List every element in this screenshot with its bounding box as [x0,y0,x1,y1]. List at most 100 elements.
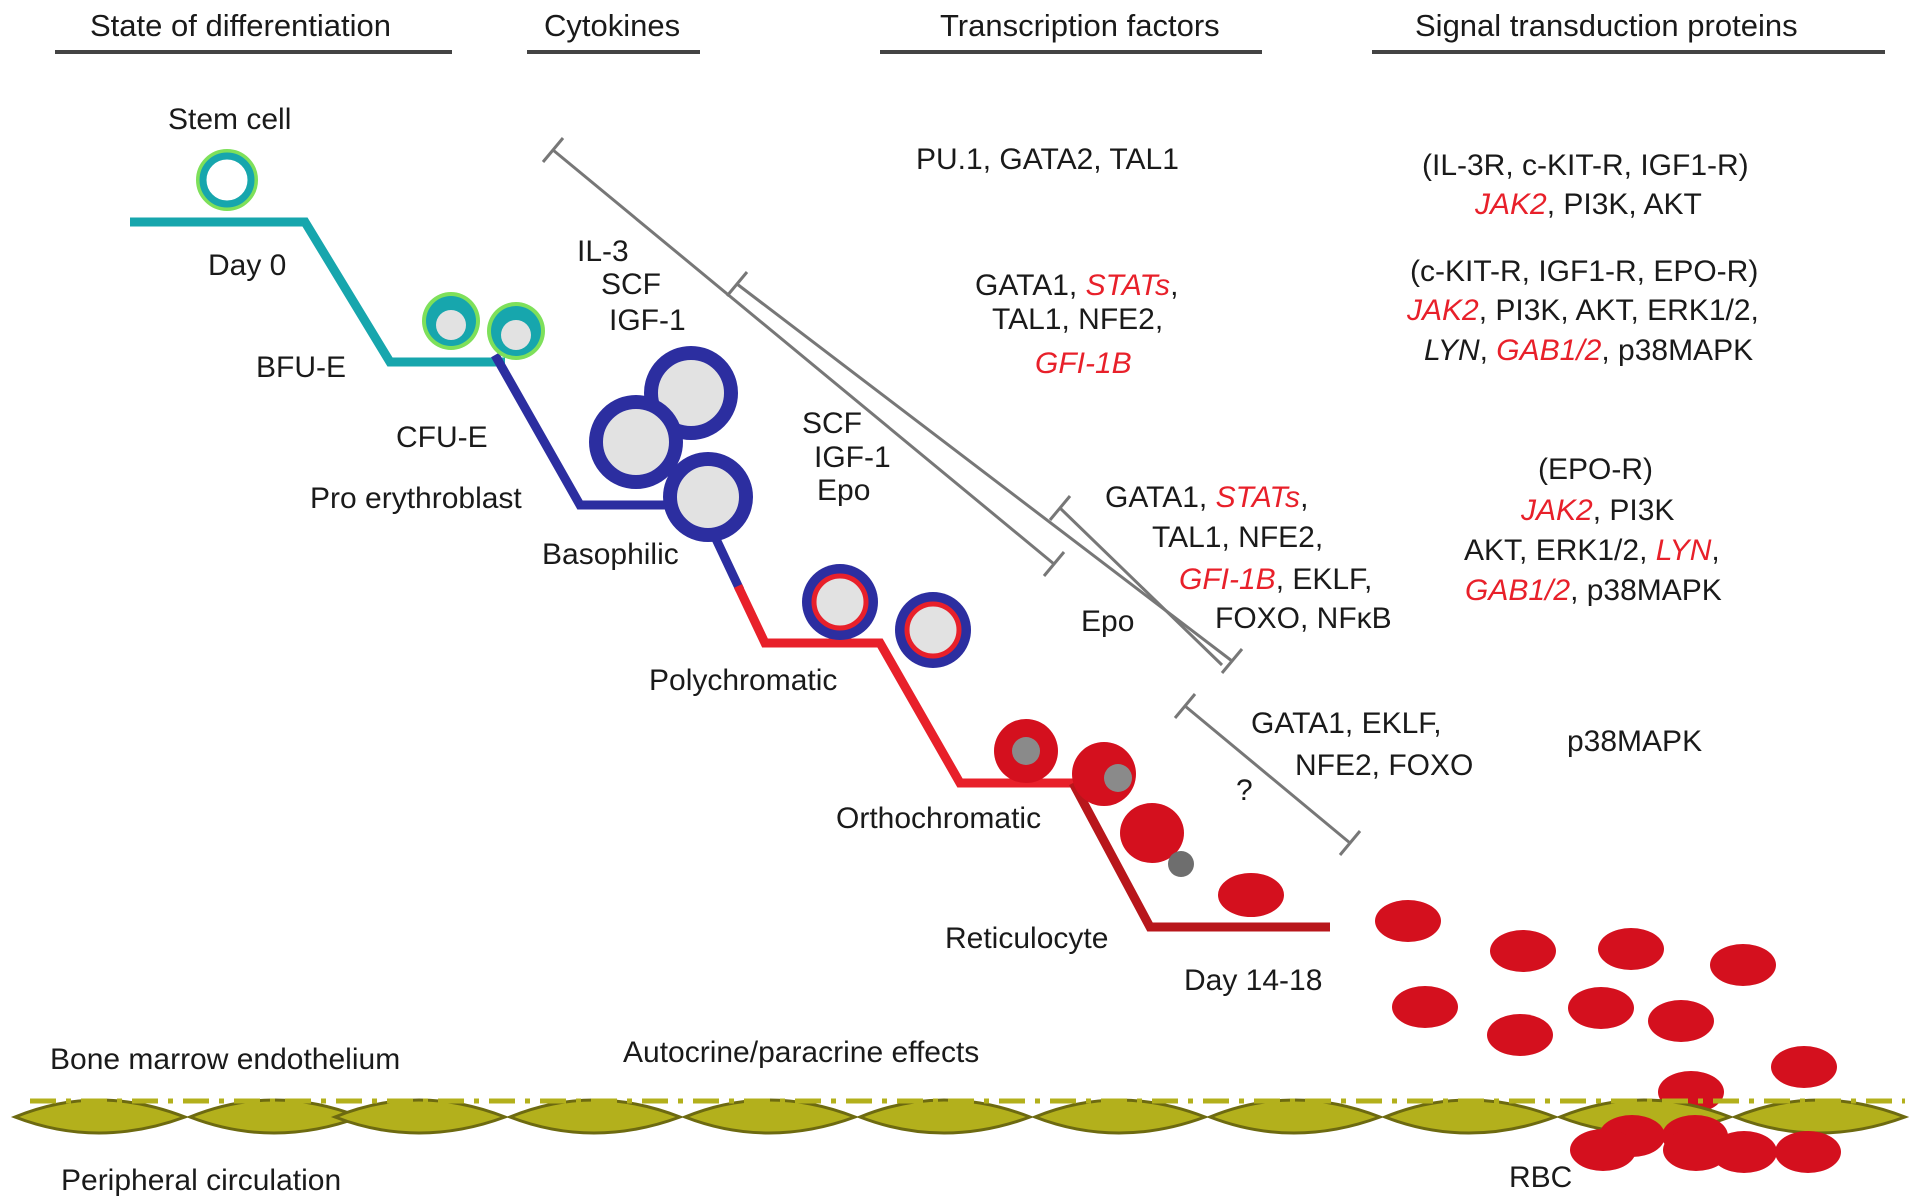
sig-row2-line1: (c-KIT-R, IGF1-R, EPO-R) [1410,255,1758,288]
label-stem-cell: Stem cell [168,103,291,136]
rbc-circulation [1570,1115,1841,1173]
tf-row3-line3: GFI-1B, EKLF, [1179,563,1372,596]
cytokine-igf1: IGF-1 [814,441,891,474]
bottom-labels: Bone marrow endothelium Autocrine/paracr… [50,1036,1572,1197]
header-differentiation: State of differentiation [90,8,391,43]
label-basophilic: Basophilic [542,538,679,571]
bracket-line [552,148,1055,566]
bracket-line [736,282,1233,663]
signal-proteins: (IL-3R, c-KIT-R, IGF1-R) JAK2, PI3K, AKT… [1406,149,1759,758]
tf-row3-line1: GATA1, STATs, [1105,481,1308,514]
sig-row1-line2: JAK2, PI3K, AKT [1474,188,1702,221]
polychromatic-cell-nucleus [811,573,869,631]
header-cytokines: Cytokines [544,8,680,43]
rbc [1392,986,1458,1028]
cytokine-epo: Epo [1081,605,1134,638]
endothelial-cell [855,1098,1035,1135]
endothelial-cell [1730,1098,1910,1135]
orthochromatic-nucleus [1104,764,1132,792]
bracket-line [1184,704,1351,845]
sig-row1-line1: (IL-3R, c-KIT-R, IGF1-R) [1422,149,1749,182]
tf-row1: PU.1, GATA2, TAL1 [916,143,1179,176]
rbc [1663,1129,1729,1171]
polychromatic-cell-nucleus [904,601,962,659]
endothelial-cell [505,1098,685,1135]
bracket-cap [1338,830,1362,856]
label-pro-erythroblast: Pro erythroblast [310,482,522,515]
rbc [1648,1000,1714,1042]
label-bfu-e: BFU-E [256,351,346,384]
reticulocyte-cell [1120,803,1184,863]
tf-row2-line2: TAL1, NFE2, [992,303,1163,336]
rbc [1490,930,1556,972]
sig-row3-line4: GAB1/2, p38MAPK [1465,574,1722,607]
pro-erythroblast-cell [589,395,683,489]
label-cfu-e: CFU-E [396,421,488,454]
path-segment-darkred [1069,780,1330,932]
stage-labels: Stem cell Day 0 BFU-E CFU-E Pro erythrob… [168,103,1322,997]
cytokine-scf: SCF [802,407,862,440]
transcription-factors: PU.1, GATA2, TAL1 GATA1, STATs, TAL1, NF… [916,143,1473,782]
label-autocrine: Autocrine/paracrine effects [623,1036,979,1069]
label-orthochromatic: Orthochromatic [836,802,1041,835]
cells [196,149,1837,1113]
label-polychromatic: Polychromatic [649,664,837,697]
sig-row4: p38MAPK [1567,725,1702,758]
endothelial-cell [1205,1098,1385,1135]
rbc [1570,1129,1636,1171]
endothelial-cell [10,1098,190,1135]
endothelial-cell [1380,1098,1560,1135]
label-day14-18: Day 14-18 [1184,964,1322,997]
rbc [1487,1014,1553,1056]
rbc [1711,1131,1777,1173]
bracket-cap [725,271,749,297]
label-peripheral: Peripheral circulation [61,1164,341,1197]
path-segment-teal [130,217,505,367]
sig-row3-line1: (EPO-R) [1538,453,1653,486]
rbc [1568,987,1634,1029]
differentiation-path [130,217,1330,932]
reticulocyte-cell [1218,873,1284,917]
bracket-line [1058,506,1224,667]
path-segment-blue [491,352,745,592]
rbc [1710,944,1776,986]
bracket-cap [1042,551,1066,577]
label-day0: Day 0 [208,249,286,282]
tf-row2-line3: GFI-1B [1035,347,1132,380]
label-endothelium: Bone marrow endothelium [50,1043,400,1076]
sig-row2-line2: JAK2, PI3K, AKT, ERK1/2, [1406,294,1759,327]
endothelial-cell [330,1098,510,1135]
cytokine-labels: IL-3 SCF IGF-1 SCF IGF-1 Epo Epo ? [577,235,1253,807]
header-signal: Signal transduction proteins [1415,8,1798,43]
bracket-cap [1173,693,1197,719]
bfu-cell-nucleus [436,310,466,340]
label-rbc: RBC [1509,1161,1572,1194]
cytokine-brackets [541,137,1362,856]
tf-row4-line1: GATA1, EKLF, [1251,707,1442,740]
column-headers: State of differentiation Cytokines Trans… [55,8,1885,54]
tf-row2-line1: GATA1, STATs, [975,269,1178,302]
header-transcription: Transcription factors [940,8,1220,43]
bracket-cap [541,137,565,163]
cytokine-unknown: ? [1236,774,1253,807]
orthochromatic-nucleus [1012,737,1040,765]
tf-row3-line4: FOXO, NFκB [1215,602,1392,635]
basophilic-cell [663,452,753,542]
endothelial-cell [1030,1098,1210,1135]
cfu-cell-nucleus [501,320,531,350]
label-reticulocyte: Reticulocyte [945,922,1108,955]
tf-row3-line2: TAL1, NFE2, [1152,521,1323,554]
sig-row2-line3: LYN, GAB1/2, p38MAPK [1424,334,1753,367]
bracket-cap [1048,495,1072,521]
cytokine-epo: Epo [817,474,870,507]
endothelial-cell [680,1098,860,1135]
tf-row4-line2: NFE2, FOXO [1295,749,1473,782]
bracket-cap [1220,648,1244,674]
sig-row3-line2: JAK2, PI3K [1520,494,1674,527]
path-segment-red [733,584,1075,788]
cytokine-scf: SCF [601,268,661,301]
stem-cell-core [213,166,241,194]
cytokine-il3: IL-3 [577,235,629,268]
cytokine-igf1: IGF-1 [609,304,686,337]
